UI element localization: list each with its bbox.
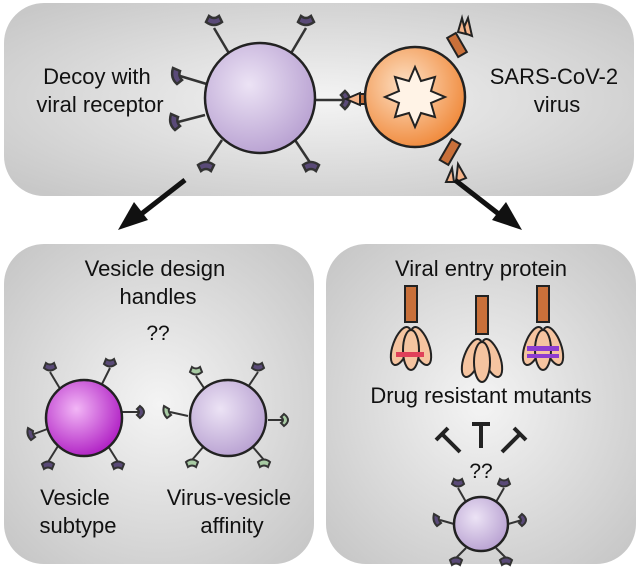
left-question: ??: [146, 322, 169, 345]
mutants-label: Drug resistant mutants: [370, 383, 591, 408]
subtype-label: Vesicle subtype: [39, 485, 116, 538]
affinity-vesicle: [162, 361, 289, 469]
right-question: ??: [469, 460, 492, 483]
subtype-vesicle: [26, 357, 145, 471]
virus-rna-icon: [382, 64, 448, 130]
sars-cov-2-virus: [343, 14, 474, 184]
left-panel: [4, 244, 314, 564]
right-panel-title: Viral entry protein: [395, 256, 567, 281]
spike-wild-type: [460, 295, 504, 383]
decoy-vesicle-small: [432, 477, 527, 567]
spike-mutant-purple: [521, 285, 565, 371]
left-panel-title: Vesicle design handles: [85, 256, 232, 309]
inhibition-marks: [434, 422, 528, 454]
arrow-right: [453, 178, 522, 230]
spike-mutant-red: [389, 285, 433, 371]
affinity-label: Virus-vesicle affinity: [167, 485, 297, 538]
arrow-left: [118, 178, 187, 230]
virus-label: SARS-CoV-2 virus: [490, 64, 625, 117]
decoy-label: Decoy with viral receptor: [36, 64, 163, 117]
decoy-vesicle: [168, 14, 352, 173]
spike-proteins: [389, 285, 565, 383]
decoy-receptors: [168, 14, 352, 173]
right-panel: [326, 244, 636, 564]
